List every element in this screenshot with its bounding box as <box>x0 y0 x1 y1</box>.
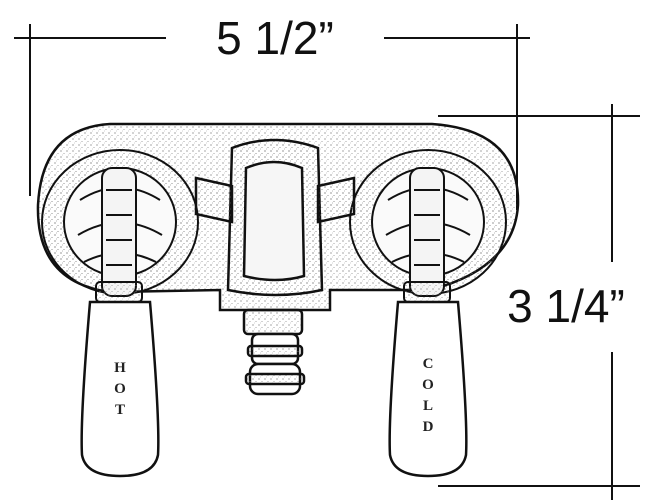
height-label: 3 1/4” <box>507 280 625 332</box>
cold-label-l: L <box>423 398 433 414</box>
height-dimension <box>438 104 640 500</box>
cold-handle-shape <box>388 300 468 478</box>
width-label: 5 1/2” <box>216 12 334 64</box>
hot-label-h: H <box>114 360 126 376</box>
hot-label-o: O <box>114 381 126 397</box>
hot-handle: H O T <box>80 300 160 478</box>
hot-label-t: T <box>115 402 125 418</box>
hot-handle-shape <box>80 300 160 478</box>
cold-label-d: D <box>423 419 434 435</box>
center-spout <box>194 138 356 297</box>
cold-handle: C O L D <box>388 300 468 478</box>
cold-label-c: C <box>423 356 434 372</box>
spout-nozzle <box>242 308 306 396</box>
left-valve <box>41 149 199 303</box>
cold-label-o: O <box>422 377 434 393</box>
right-valve <box>349 149 507 303</box>
